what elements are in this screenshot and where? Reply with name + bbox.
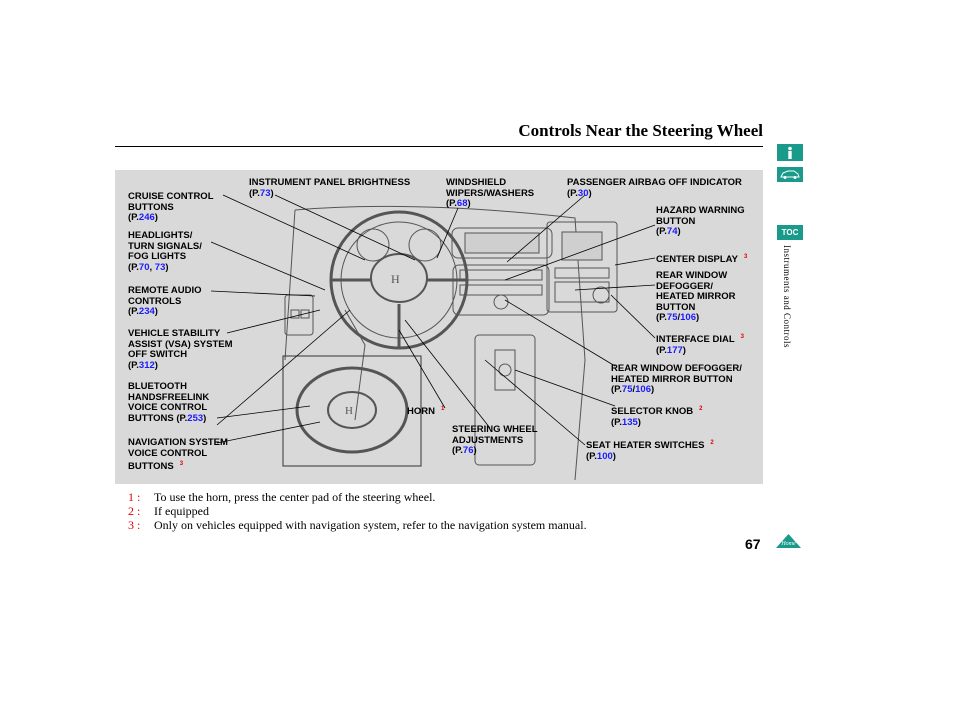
- page-title: Controls Near the Steering Wheel: [518, 121, 763, 140]
- footnote: 1 :To use the horn, press the center pad…: [128, 490, 436, 504]
- page-ref: (P.68): [446, 198, 471, 209]
- page-ref: (P.70, 73): [128, 261, 169, 273]
- page-link[interactable]: 135: [621, 416, 638, 428]
- page-link[interactable]: 73: [154, 261, 166, 273]
- title-rule: [115, 146, 763, 147]
- page-link[interactable]: 76: [462, 445, 474, 456]
- diagram-panel: H H: [115, 170, 763, 484]
- page-ref: (P.246): [128, 212, 158, 223]
- car-index-button[interactable]: [777, 167, 803, 182]
- page-ref: (P.234): [128, 306, 158, 317]
- label-steering-adjust: STEERING WHEEL ADJUSTMENTS (P.76): [452, 424, 538, 456]
- page-link[interactable]: 253: [187, 412, 204, 424]
- page-link[interactable]: 70: [138, 261, 150, 273]
- page-ref: (P.177): [656, 344, 686, 356]
- svg-text:H: H: [391, 272, 400, 286]
- page-link[interactable]: 177: [666, 344, 683, 356]
- page-ref: (P.75/106): [611, 384, 655, 395]
- page-link[interactable]: 234: [138, 306, 155, 317]
- page-link[interactable]: 30: [577, 187, 589, 199]
- label-airbag-indicator: PASSENGER AIRBAG OFF INDICATOR (P.30): [567, 177, 742, 199]
- page-link[interactable]: 74: [666, 226, 678, 237]
- section-tab: Instruments and Controls: [782, 245, 792, 348]
- label-remote-audio: REMOTE AUDIO CONTROLS (P.234): [128, 285, 202, 317]
- footnote: 3 :Only on vehicles equipped with naviga…: [128, 518, 587, 532]
- dashboard-illustration: H H: [210, 194, 656, 481]
- page-link[interactable]: 106: [680, 312, 696, 323]
- page-link[interactable]: 100: [596, 450, 613, 462]
- page-ref: (P.73): [249, 187, 274, 199]
- page-link[interactable]: 75: [621, 384, 633, 395]
- page-ref: (P.312): [128, 359, 158, 371]
- page-link[interactable]: 73: [259, 187, 271, 199]
- page-number: 67: [745, 536, 761, 552]
- svg-text:H: H: [345, 405, 353, 417]
- footnote: 2 :If equipped: [128, 504, 209, 518]
- label-cruise-control: CRUISE CONTROL BUTTONS (P.246): [128, 191, 214, 223]
- label-rear-defogger-2: REAR WINDOW DEFOGGER/ HEATED MIRROR BUTT…: [611, 363, 742, 395]
- label-headlights: HEADLIGHTS/ TURN SIGNALS/ FOG LIGHTS (P.…: [128, 230, 202, 273]
- car-icon: [780, 170, 800, 179]
- page-link[interactable]: 75: [666, 312, 678, 323]
- label-rear-defogger: REAR WINDOW DEFOGGER/ HEATED MIRROR BUTT…: [656, 270, 736, 323]
- label-wipers: WINDSHIELD WIPERS/WASHERS (P.68): [446, 177, 535, 209]
- home-icon: [776, 534, 801, 548]
- page-link[interactable]: 68: [456, 198, 468, 209]
- info-icon: [788, 146, 792, 159]
- page-link[interactable]: 312: [138, 359, 155, 371]
- page-ref: (P.74): [656, 226, 681, 237]
- page-ref: (P.135): [611, 416, 641, 428]
- page-ref: (P.76): [452, 445, 477, 456]
- label-bluetooth: BLUETOOTH HANDSFREELINK VOICE CONTROL BU…: [128, 381, 210, 424]
- page-ref: (P.75/106): [656, 312, 700, 323]
- label-panel-brightness: INSTRUMENT PANEL BRIGHTNESS (P.73): [249, 177, 411, 199]
- info-button[interactable]: [777, 144, 803, 161]
- toc-button[interactable]: TOC: [777, 225, 803, 240]
- label-hazard: HAZARD WARNING BUTTON (P.74): [656, 205, 745, 237]
- home-button[interactable]: Home: [775, 533, 802, 549]
- page-link[interactable]: 246: [138, 212, 155, 223]
- page-link[interactable]: 106: [635, 384, 651, 395]
- page-ref: (P.30): [567, 187, 592, 199]
- page-ref: (P.100): [586, 450, 616, 462]
- label-vsa-switch: VEHICLE STABILITY ASSIST (VSA) SYSTEM OF…: [128, 328, 233, 371]
